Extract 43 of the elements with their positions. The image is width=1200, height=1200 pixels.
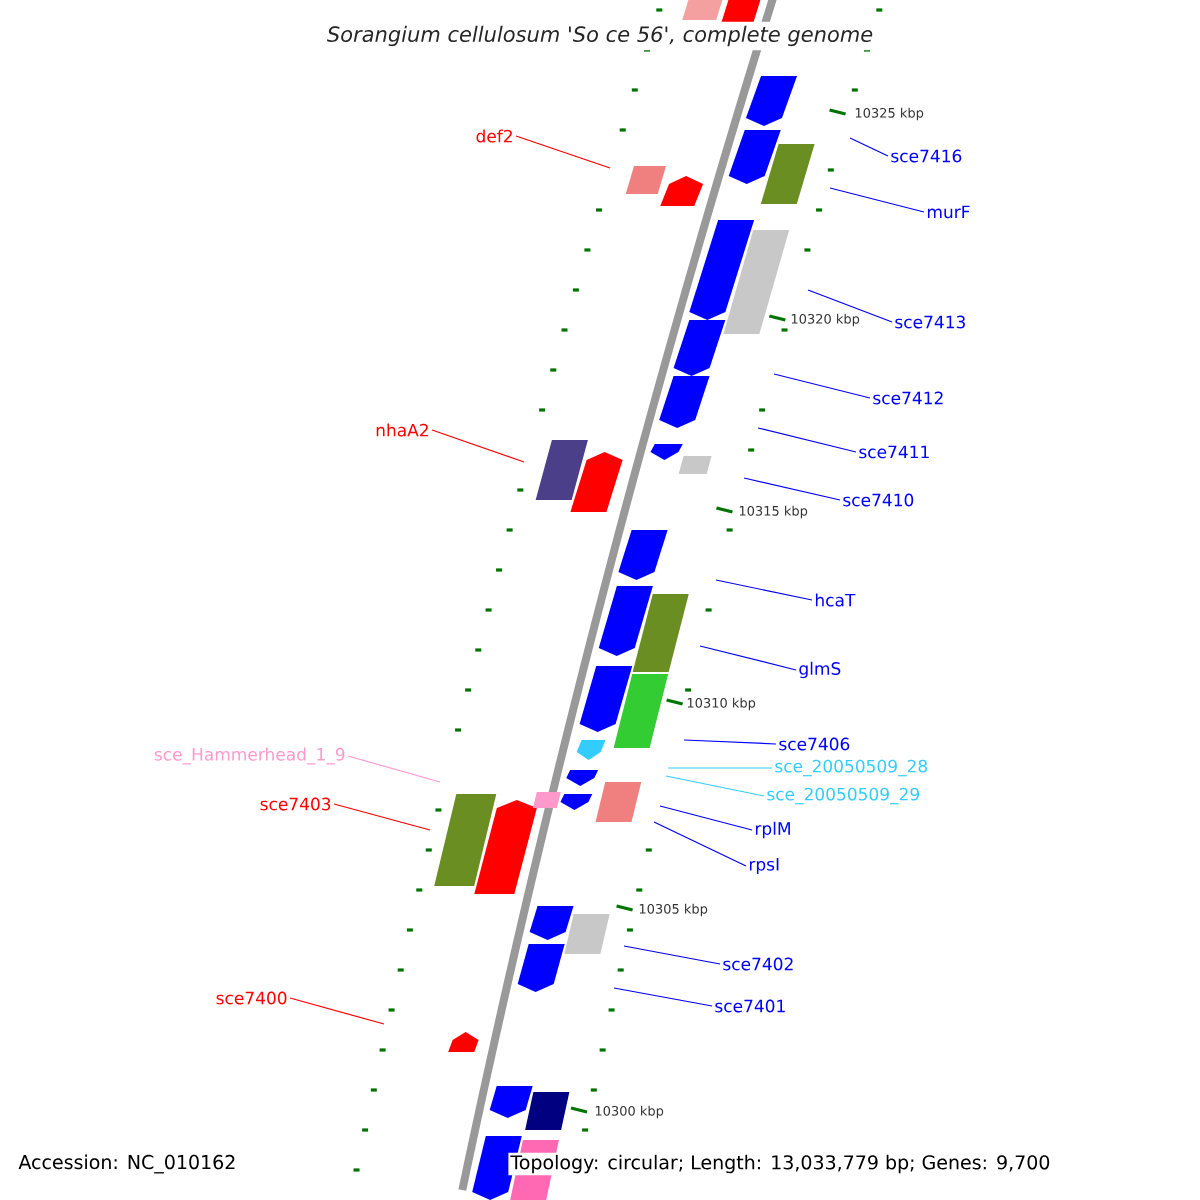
leader-line — [715, 579, 813, 601]
gene-label: def2 — [476, 129, 512, 143]
leader-line — [773, 373, 871, 399]
leader-line — [333, 803, 431, 831]
gene-label: nhaA2 — [376, 423, 428, 437]
gene-label: sce7412 — [873, 391, 943, 405]
leader-line — [613, 987, 713, 1007]
leader-line — [289, 997, 385, 1025]
gene-label: sce_Hammerhead_1_9 — [154, 747, 345, 765]
leader-line — [807, 289, 893, 323]
leader-line — [653, 821, 747, 867]
gene-label: glmS — [799, 661, 841, 679]
leader-line — [757, 427, 857, 453]
leader-line — [849, 137, 889, 157]
gene-label: hcaT — [815, 593, 856, 607]
gene-label: sce7402 — [723, 957, 793, 971]
leader-line — [347, 755, 441, 783]
gene-label: sce7403 — [260, 797, 331, 811]
gene-label: sce7400 — [216, 991, 287, 1005]
gene-label: sce7410 — [843, 493, 914, 507]
leader-line — [683, 739, 777, 745]
gene-label: sce_20050509_28 — [775, 759, 928, 777]
info-text: Topology: circular; Length: 13,033,779 bp; Genes: 9,700 — [508, 1152, 1053, 1176]
leader-line — [623, 945, 721, 965]
gene-label: sce7401 — [715, 999, 785, 1013]
leader-line — [659, 805, 753, 831]
title: Sorangium cellulosum 'So ce 56', complete genome — [322, 21, 878, 51]
gene-label: murF — [927, 205, 970, 219]
leader-line — [829, 187, 925, 213]
leader-line — [667, 767, 773, 769]
gene-label: sce7411 — [859, 445, 929, 459]
leader-line — [665, 775, 765, 797]
leader-line — [431, 429, 525, 463]
leader-line — [515, 135, 611, 169]
gene-label: rpsI — [749, 858, 779, 874]
gene-label: sce7413 — [895, 315, 965, 329]
gene-label: rplM — [755, 821, 790, 839]
leader-line — [699, 645, 797, 671]
gene-label: sce_20050509_29 — [767, 787, 919, 805]
gene-label: sce7416 — [891, 149, 962, 163]
info-text: Accession: NC_010162 — [16, 1152, 239, 1176]
leader-line — [743, 477, 841, 501]
gene-label: sce7406 — [779, 737, 850, 751]
